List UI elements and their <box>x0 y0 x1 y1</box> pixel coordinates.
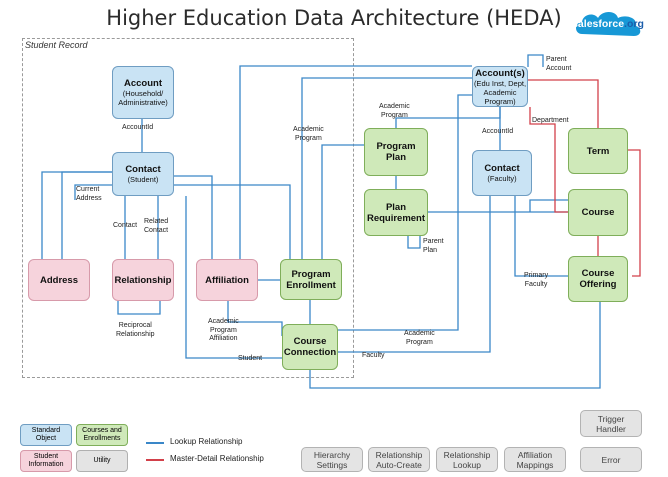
line-faculty-connection <box>338 196 491 353</box>
legend-lookup-line <box>146 442 164 444</box>
contact-faculty-node[interactable]: Contact (Faculty) <box>472 150 532 196</box>
line-account-affiliation <box>239 65 472 259</box>
page-title: Higher Education Data Architecture (HEDA… <box>106 6 562 30</box>
line-account-program-plan <box>395 107 501 128</box>
legend-courses-enrollments: Courses and Enrollments <box>76 424 128 446</box>
salesforce-org-logo: salesforce.org <box>572 6 644 40</box>
label-current-address: Current Address <box>76 186 102 202</box>
course-connection-title: Course Connection <box>283 336 337 358</box>
line-contact-affiliation <box>172 175 213 259</box>
program-plan-title: Program Plan <box>376 141 416 163</box>
line-contact-course-connection-student <box>185 196 282 359</box>
legend-utility: Utility <box>76 450 128 472</box>
legend-student-information: Student Information <box>20 450 72 472</box>
line-faculty-offering <box>514 196 568 277</box>
course-node[interactable]: Course <box>568 189 628 236</box>
line-address-contact <box>41 171 112 259</box>
term-title: Term <box>586 145 610 157</box>
course-offering-node[interactable]: Course Offering <box>568 256 628 302</box>
label-account-id-left: AccountId <box>122 124 154 131</box>
label-reciprocal-relationship: Reciprocal Relationship <box>116 322 155 338</box>
label-parent-plan: Parent Plan <box>423 238 444 254</box>
relationship-auto-create-button[interactable]: Relationship Auto-Create <box>368 447 430 472</box>
label-department: Department <box>532 117 569 124</box>
term-node[interactable]: Term <box>568 128 628 174</box>
plan-requirement-title: Plan Requirement <box>366 201 426 224</box>
program-plan-node[interactable]: Program Plan <box>364 128 428 176</box>
account-household-title: Account <box>124 78 162 89</box>
student-record-frame <box>22 38 354 378</box>
line-reciprocal-relationship <box>117 301 161 315</box>
legend-lookup-text: Lookup Relationship <box>170 437 243 446</box>
line-account-connection <box>338 94 472 331</box>
line-term-offering <box>628 149 641 277</box>
student-record-label: Student Record <box>25 40 88 50</box>
error-button[interactable]: Error <box>580 447 642 472</box>
label-student: Student <box>238 355 263 362</box>
address-node[interactable]: Address <box>28 259 90 301</box>
line-department-course <box>529 107 568 213</box>
line-account-program-enrollment <box>301 77 472 259</box>
label-contact: Contact <box>113 222 138 229</box>
label-academic-program-top: Academic Program <box>293 126 324 142</box>
line-contact-program-enrollment <box>172 184 291 259</box>
affiliation-title: Affiliation <box>205 274 249 286</box>
contact-student-sub: (Student) <box>127 175 159 184</box>
line-parent-plan <box>407 236 421 249</box>
label-academic-program-affiliation: Academic Program Affiliation <box>208 318 239 342</box>
line-course-link <box>529 199 568 212</box>
trigger-handler-button[interactable]: Trigger Handler <box>580 410 642 437</box>
relationship-node[interactable]: Relationship <box>112 259 174 301</box>
legend-standard-object: Standard Object <box>20 424 72 446</box>
line-plan-program-enrollment <box>321 144 364 259</box>
label-parent-account: Parent Account <box>546 56 572 72</box>
hierarchy-settings-button[interactable]: Hierarchy Settings <box>301 447 363 472</box>
logo-text: salesforce.org <box>572 18 644 30</box>
accounts-sub: (Edu Inst, Dept, Academic Program) <box>473 78 527 106</box>
course-offering-title: Course Offering <box>579 268 617 290</box>
line-contact-address-2 <box>74 184 112 200</box>
contact-student-node[interactable]: Contact (Student) <box>112 152 174 196</box>
cloud-icon <box>576 12 641 36</box>
account-household-sub: (Household/ Administrative) <box>118 89 168 107</box>
logo-suffix: .org <box>624 18 644 30</box>
contact-faculty-sub: (Faculty) <box>487 174 517 183</box>
label-account-id-right: AccountId <box>482 128 514 135</box>
account-household-node[interactable]: Account (Household/ Administrative) <box>112 66 174 119</box>
accounts-title: Account(s) <box>475 67 525 79</box>
legend-master-detail-line <box>146 459 164 461</box>
accounts-institution-node[interactable]: Account(s) (Edu Inst, Dept, Academic Pro… <box>472 66 528 107</box>
legend-master-detail-text: Master-Detail Relationship <box>170 454 264 463</box>
relationship-lookup-button[interactable]: Relationship Lookup <box>436 447 498 472</box>
affiliation-node[interactable]: Affiliation <box>196 259 258 301</box>
line-connection-offering <box>309 298 601 389</box>
label-related-contact: Related Contact <box>144 218 169 234</box>
program-enrollment-node[interactable]: Program Enrollment <box>280 259 342 300</box>
contact-faculty-title: Contact <box>484 163 520 174</box>
logo-brand: salesforce <box>572 18 625 30</box>
course-connection-node[interactable]: Course Connection <box>282 324 338 370</box>
label-faculty: Faculty <box>362 352 385 359</box>
course-title: Course <box>581 207 615 218</box>
label-primary-faculty: Primary Faculty <box>524 272 549 288</box>
relationship-title: Relationship <box>114 274 172 286</box>
line-account-term <box>528 79 599 128</box>
label-academic-program-bottom: Academic Program <box>404 330 435 346</box>
label-academic-program-plan: Academic Program <box>379 103 410 119</box>
line-parent-account <box>527 54 544 67</box>
address-title: Address <box>39 274 78 286</box>
plan-requirement-node[interactable]: Plan Requirement <box>364 189 428 236</box>
affiliation-mappings-button[interactable]: Affiliation Mappings <box>504 447 566 472</box>
program-enrollment-title: Program Enrollment <box>286 268 336 291</box>
contact-student-title: Contact <box>125 164 161 175</box>
